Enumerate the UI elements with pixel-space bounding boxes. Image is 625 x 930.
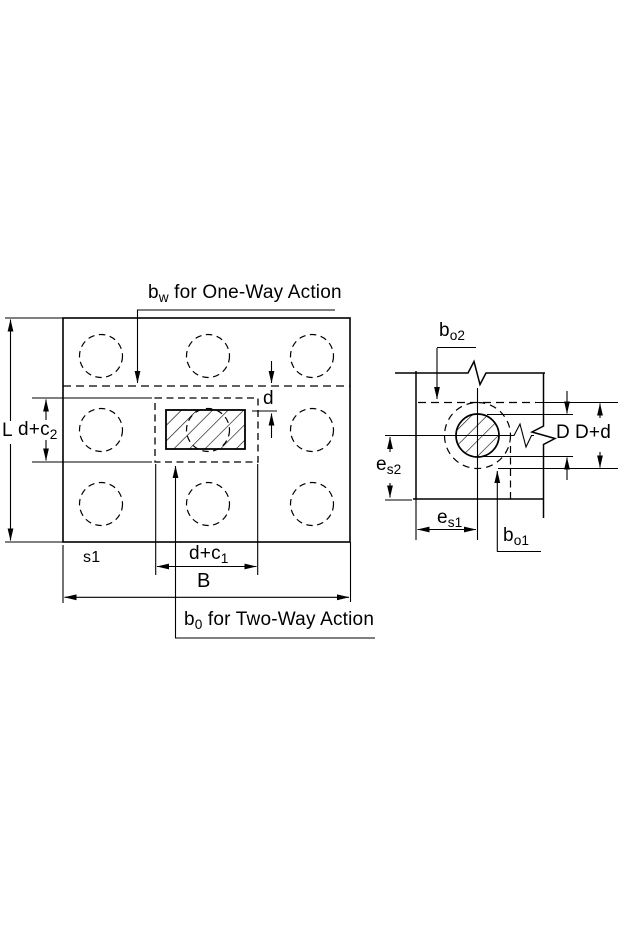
label-B: B (197, 570, 211, 592)
two-way-critical-perimeter (154, 397, 259, 463)
label-d: d (263, 388, 274, 409)
label-bo1: bo1 (503, 525, 529, 548)
label-d-c1: d+c1 (189, 543, 229, 566)
label-D-plus-d: D+d (575, 422, 611, 443)
label-d-c2: d+c2 (18, 419, 58, 442)
label-bw-rest: for One-Way Action (168, 282, 342, 303)
right-dimension-lines (385, 346, 618, 553)
label-bw-sub: w (158, 289, 169, 305)
critical-perimeter-circle (443, 401, 512, 470)
label-bw-base: b (148, 282, 159, 303)
column-section (165, 409, 246, 450)
pile-section (455, 413, 500, 458)
label-bo2: bo2 (439, 320, 465, 343)
label-b0-two-way: b0 for Two-Way Action (184, 609, 375, 632)
label-s1: s1 (83, 549, 101, 566)
label-es2: es2 (376, 454, 402, 477)
perimeter-tangent-lines (418, 401, 536, 499)
label-L: L (2, 420, 13, 441)
label-bw-one-way: bw for One-Way Action (148, 282, 342, 305)
label-es1: es1 (437, 507, 463, 530)
label-D: D (556, 422, 570, 443)
pile-cap-outline (62, 317, 351, 543)
left-dimension-lines (5, 309, 375, 639)
